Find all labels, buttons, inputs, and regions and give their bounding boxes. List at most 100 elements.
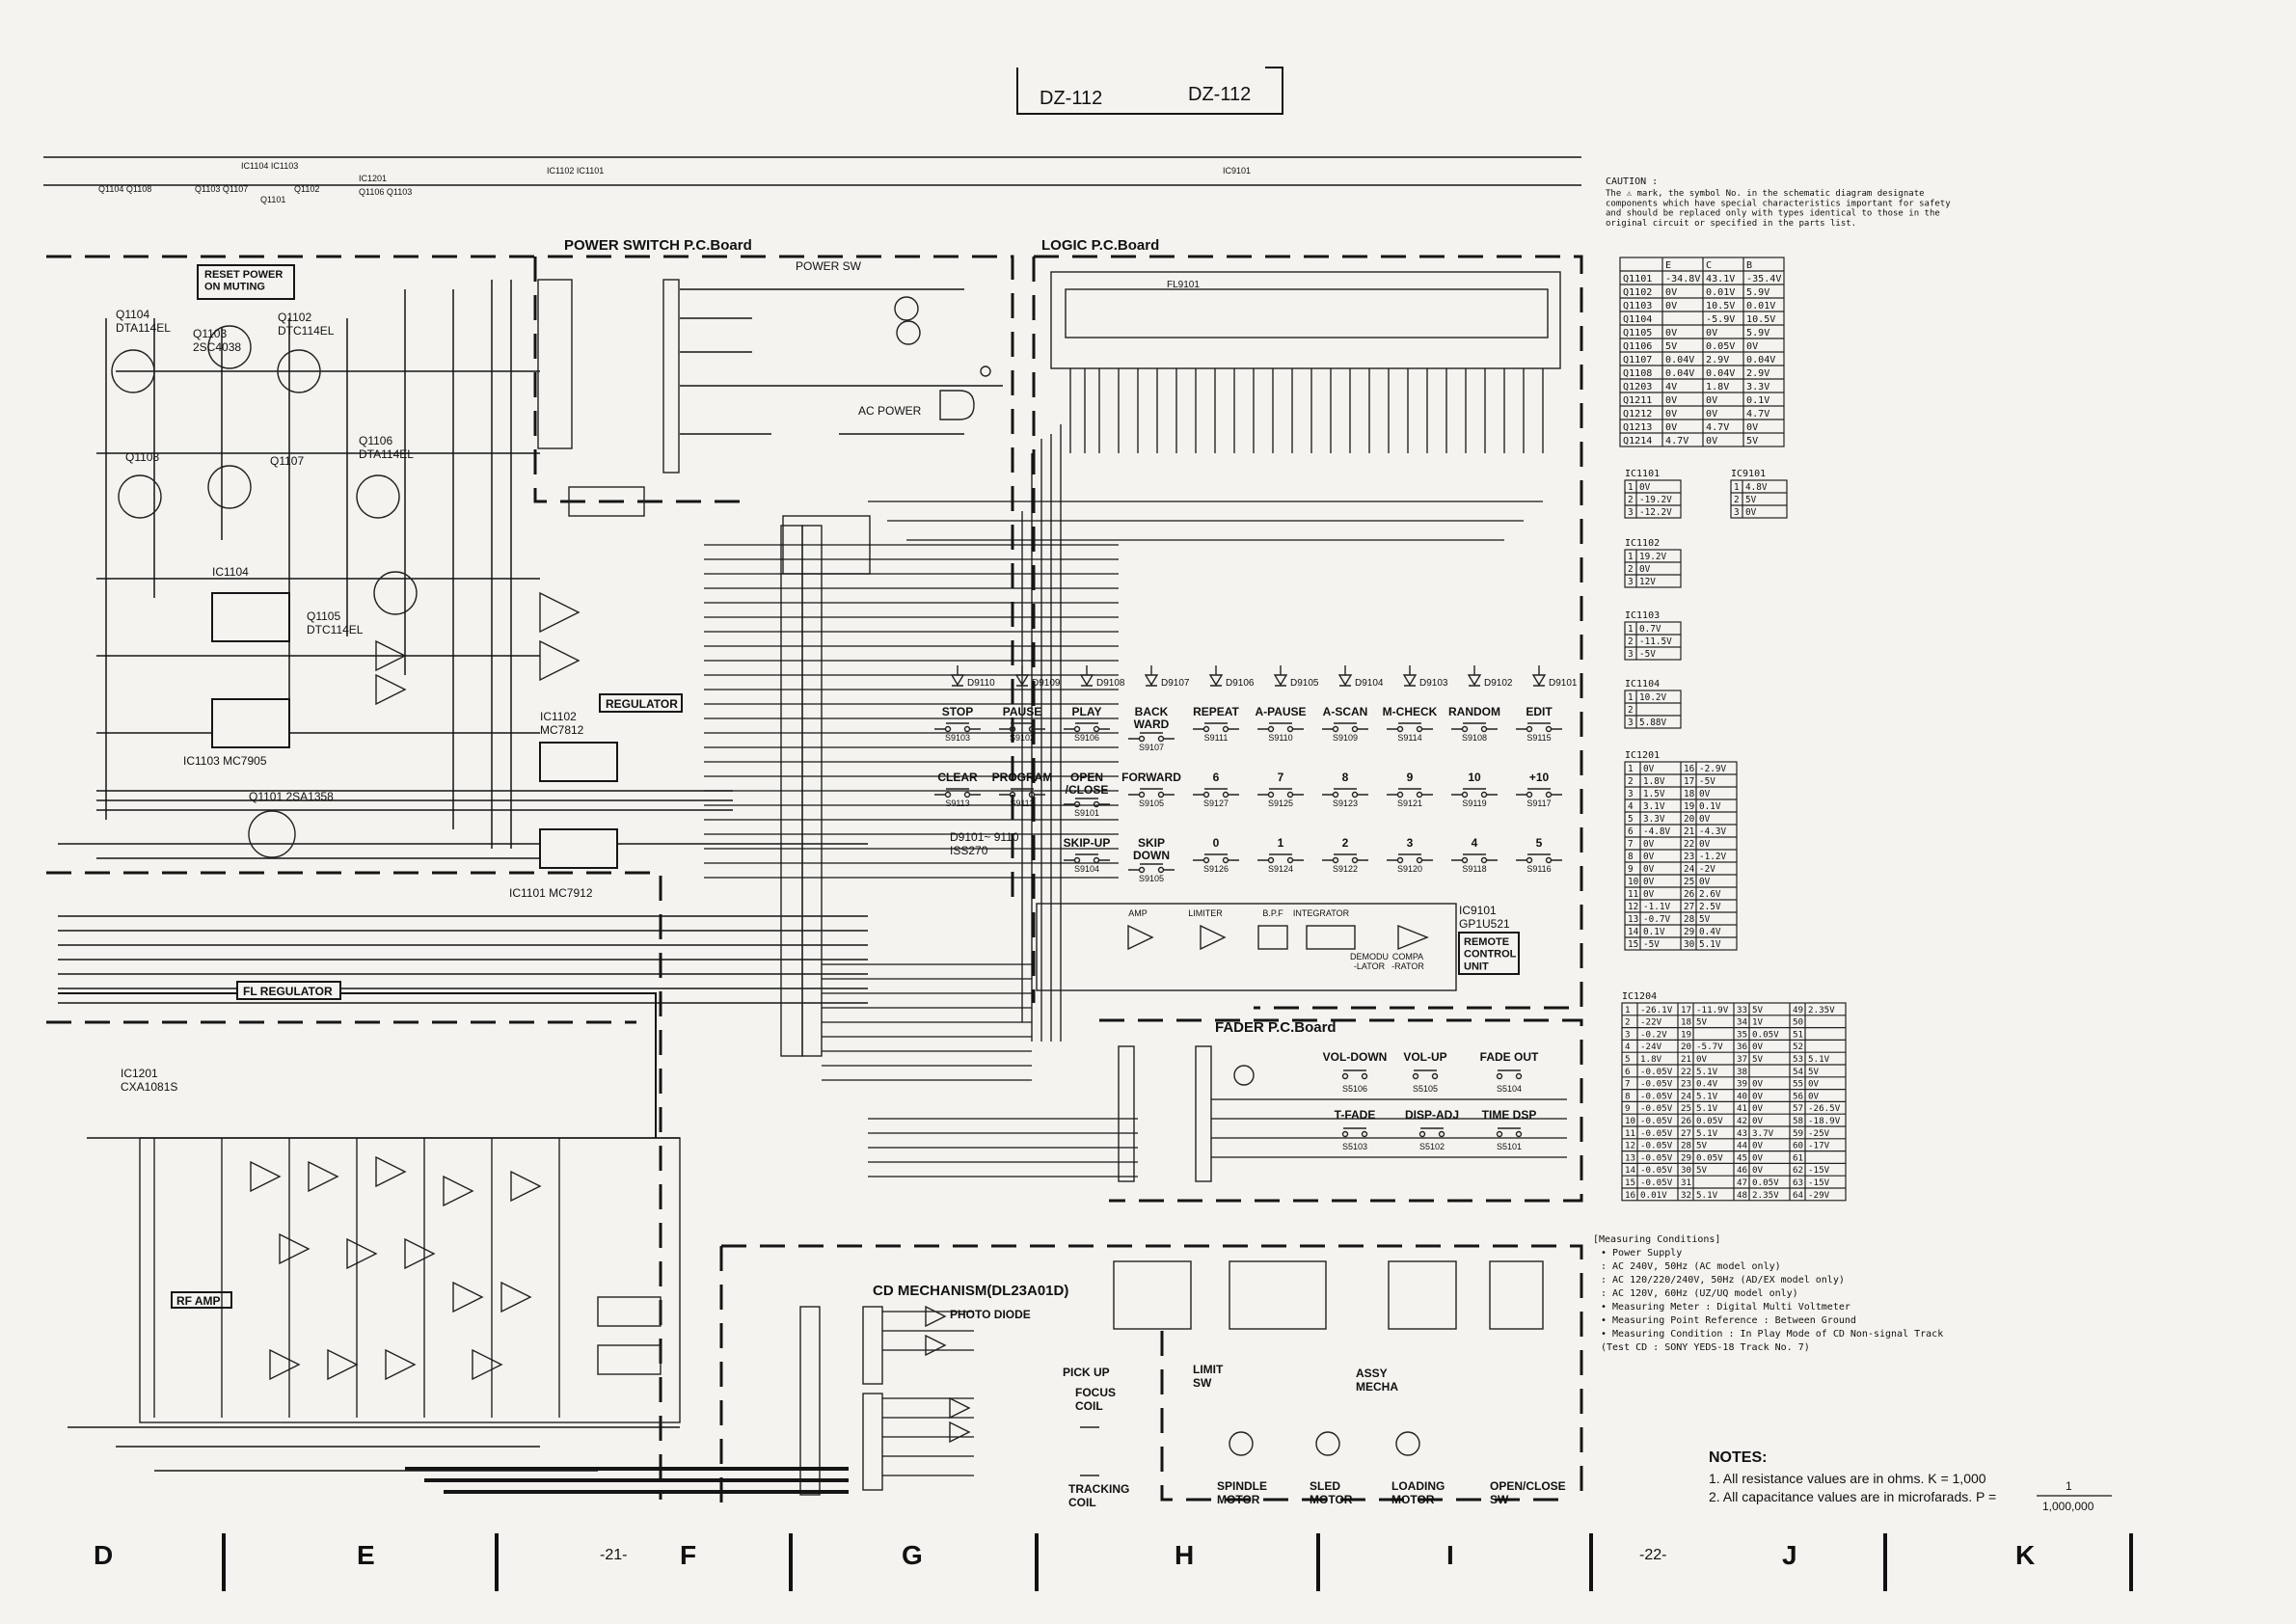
key-label: A-PAUSE [1255, 705, 1306, 718]
switch-ref: S9122 [1333, 864, 1358, 874]
table-cell: 5.1V [1699, 939, 1721, 950]
diode-label: D9110 [967, 678, 995, 689]
strip-row1-b: IC1201 [359, 174, 387, 183]
key-contact [1431, 1072, 1439, 1080]
remote-block-label: INTEGRATOR [1293, 908, 1350, 918]
table-cell: 0V [1696, 1054, 1708, 1065]
key-label: PLAY [1072, 705, 1102, 718]
switch-ref: S9121 [1397, 798, 1422, 808]
key-contact [1361, 1130, 1368, 1138]
key-contact [1073, 800, 1081, 808]
table-cell: 18 [1684, 789, 1695, 799]
table-cell: 10 [1625, 1116, 1635, 1126]
table-cell: -11.5V [1639, 636, 1672, 647]
table-cell: 2 [1628, 776, 1634, 787]
diode-label: D9109 [1032, 678, 1061, 689]
table-cell: 0V [1643, 852, 1655, 862]
table-cell: -5V [1639, 649, 1656, 660]
note-1: 1. All resistance values are in ohms. K … [1709, 1471, 1986, 1486]
table-cell: 5 [1628, 814, 1634, 825]
table-cell: 0V [1752, 1091, 1764, 1101]
table-cell: 0V [1706, 328, 1717, 338]
table-cell: 44 [1737, 1141, 1748, 1151]
diode-label: D9101 [1549, 678, 1578, 689]
key-contact [1267, 725, 1275, 733]
table-cell: 1 [1734, 482, 1740, 493]
amp-symbol [1127, 924, 1227, 951]
table-cell: 0V [1706, 436, 1717, 447]
table-cell: 2.35V [1808, 1005, 1835, 1015]
table-cell: 18 [1681, 1017, 1691, 1028]
page-number-21: -21- [600, 1547, 627, 1563]
table-cell: 64 [1793, 1190, 1804, 1201]
table-cell: 2.5V [1699, 902, 1721, 912]
table-cell: 4.7V [1746, 409, 1769, 420]
table-cell: 3 [1734, 507, 1740, 518]
key-contact [944, 725, 952, 733]
table-cell: -0.05V [1640, 1067, 1673, 1077]
grid-letter: J [1782, 1540, 1797, 1570]
table-cell: Q1108 [1623, 368, 1652, 379]
table-cell: 54 [1793, 1067, 1804, 1077]
table-cell: Q1101 [1623, 274, 1652, 284]
strip-row2-c: Q1101 [260, 195, 285, 204]
diode-symbol [1531, 674, 1547, 687]
table-cell: 9 [1628, 864, 1634, 875]
diode-label: D9102 [1484, 678, 1513, 689]
key-contact [1418, 1130, 1426, 1138]
table-cell: 12V [1639, 577, 1656, 587]
comparator-symbol [1397, 924, 1429, 951]
key-contact [1073, 725, 1081, 733]
table-cell: 3.7V [1752, 1128, 1774, 1139]
key-contact [1480, 725, 1488, 733]
switch-ref: S9115 [1526, 733, 1551, 743]
key-label: PROGRAM [992, 771, 1053, 784]
key-contact [1416, 725, 1423, 733]
notes-title: NOTES: [1709, 1449, 1767, 1466]
table-cell: -0.05V [1640, 1091, 1673, 1101]
table-cell: 0V [1643, 889, 1655, 900]
table-cell: -15V [1808, 1177, 1830, 1188]
table-cell: 0V [1752, 1116, 1764, 1126]
key-contact [1157, 735, 1165, 743]
table-cell: 16 [1684, 764, 1695, 774]
table-cell: 0V [1643, 864, 1655, 875]
pick-up-label: PICK UP [1063, 1366, 1110, 1379]
table-cell: E [1665, 260, 1671, 271]
table-cell: 5.1V [1696, 1091, 1718, 1101]
table-cell: 10 [1628, 877, 1639, 887]
table-cell: 5V [1808, 1067, 1820, 1077]
table-cell: 11 [1628, 889, 1638, 900]
table-cell: 60 [1793, 1141, 1803, 1151]
measuring-line: • Measuring Condition : In Play Mode of … [1601, 1329, 1943, 1340]
model-header: DZ-112 DZ-112 [1016, 67, 1283, 115]
table-cell: 15 [1625, 1177, 1635, 1188]
table-cell: 3 [1628, 577, 1634, 587]
key-contact [1332, 791, 1339, 798]
table-cell: 29 [1681, 1152, 1691, 1163]
table-cell: 19 [1684, 801, 1694, 812]
table-cell: 0V [1665, 395, 1677, 406]
key-contact [1267, 856, 1275, 864]
table-cell: -26.1V [1640, 1005, 1673, 1015]
table-cell: 0V [1706, 395, 1717, 406]
power-switch-board-title: POWER SWITCH P.C.Board [564, 237, 752, 254]
strip-row1-a: IC1104 IC1103 [241, 161, 298, 171]
table-cell: 7 [1625, 1079, 1631, 1090]
key-contact [1438, 1130, 1445, 1138]
table-cell: 56 [1793, 1091, 1803, 1101]
measuring-line: [Measuring Conditions] [1593, 1234, 1720, 1245]
table-cell: 5V [1696, 1017, 1708, 1028]
switch-ref: S5103 [1342, 1142, 1367, 1151]
